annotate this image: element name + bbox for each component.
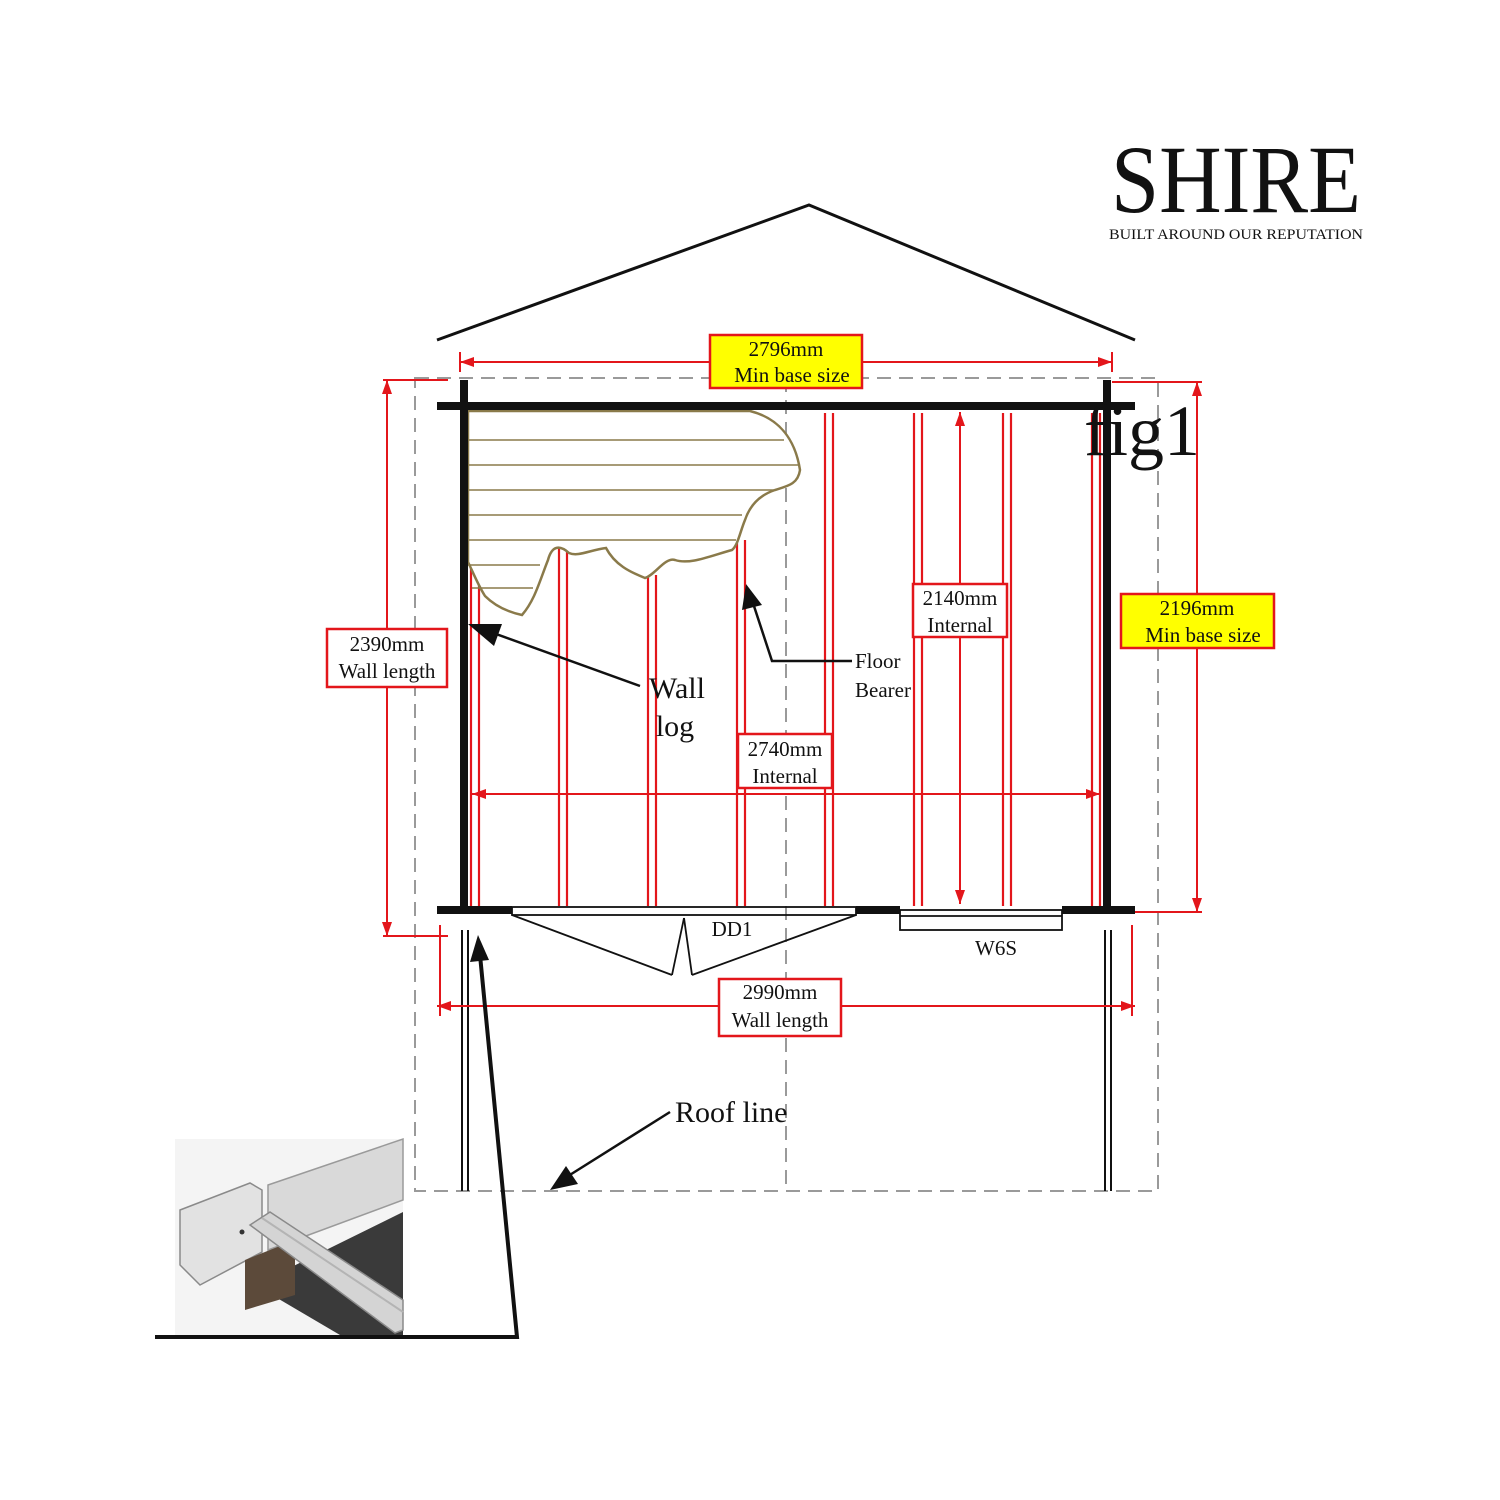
brand-tagline: BUILT AROUND OUR REPUTATION bbox=[1109, 227, 1363, 243]
dimension-caption: Wall length bbox=[339, 659, 436, 683]
roof-line-callout: Roof line bbox=[550, 1096, 788, 1190]
roof-apex-line bbox=[436, 203, 1136, 342]
dimension-value: 2140mm bbox=[923, 586, 998, 610]
callout-label: Roof line bbox=[675, 1096, 788, 1129]
floor-bearers bbox=[469, 413, 1102, 906]
dimension-arrowheads bbox=[382, 357, 1202, 1011]
dimension-value: 2196mm bbox=[1160, 596, 1235, 620]
dimension-value: 2390mm bbox=[350, 632, 425, 656]
dimension-value: 2990mm bbox=[743, 980, 818, 1004]
wall-log-callout: Wall log bbox=[468, 624, 705, 743]
wall-log-photo bbox=[175, 1137, 404, 1335]
wall-log-photo-leader bbox=[155, 935, 520, 1339]
dimension-left-wall: 2390mm Wall length bbox=[325, 627, 449, 689]
floor-bearer-callout: Floor Bearer bbox=[742, 584, 911, 702]
window-w6s bbox=[899, 909, 1063, 931]
wall-log-cutaway bbox=[466, 409, 802, 617]
dimension-caption: Internal bbox=[752, 764, 817, 788]
dimension-value: 2740mm bbox=[748, 737, 823, 761]
dimension-caption: Min base size bbox=[1145, 623, 1260, 647]
brand-name: SHIRE bbox=[1111, 126, 1361, 233]
window-label: W6S bbox=[975, 936, 1017, 960]
figure-label: fig1 bbox=[1084, 391, 1200, 471]
double-door-dd1 bbox=[511, 906, 857, 976]
door-label: DD1 bbox=[712, 917, 753, 941]
dimension-caption: Min base size bbox=[734, 363, 849, 387]
cabin-walls bbox=[437, 380, 1135, 1191]
dimension-caption: Wall length bbox=[732, 1008, 829, 1032]
dimension-internal-width: 2740mm Internal bbox=[736, 732, 834, 790]
dimension-right-depth: 2196mm Min base size bbox=[1119, 592, 1276, 650]
callout-line2: log bbox=[656, 710, 694, 743]
dimension-value: 2796mm bbox=[749, 337, 824, 361]
callout-line1: Wall bbox=[649, 672, 705, 705]
callout-line2: Bearer bbox=[855, 678, 911, 702]
dimension-internal-depth: 2140mm Internal bbox=[911, 582, 1009, 639]
shire-logo: SHIRE BUILT AROUND OUR REPUTATION bbox=[1109, 126, 1363, 243]
dimension-caption: Internal bbox=[927, 613, 992, 637]
callout-line1: Floor bbox=[855, 649, 901, 673]
dimension-top-width: 2796mm Min base size bbox=[708, 333, 864, 390]
dimension-bottom-wall: 2990mm Wall length bbox=[717, 977, 843, 1038]
